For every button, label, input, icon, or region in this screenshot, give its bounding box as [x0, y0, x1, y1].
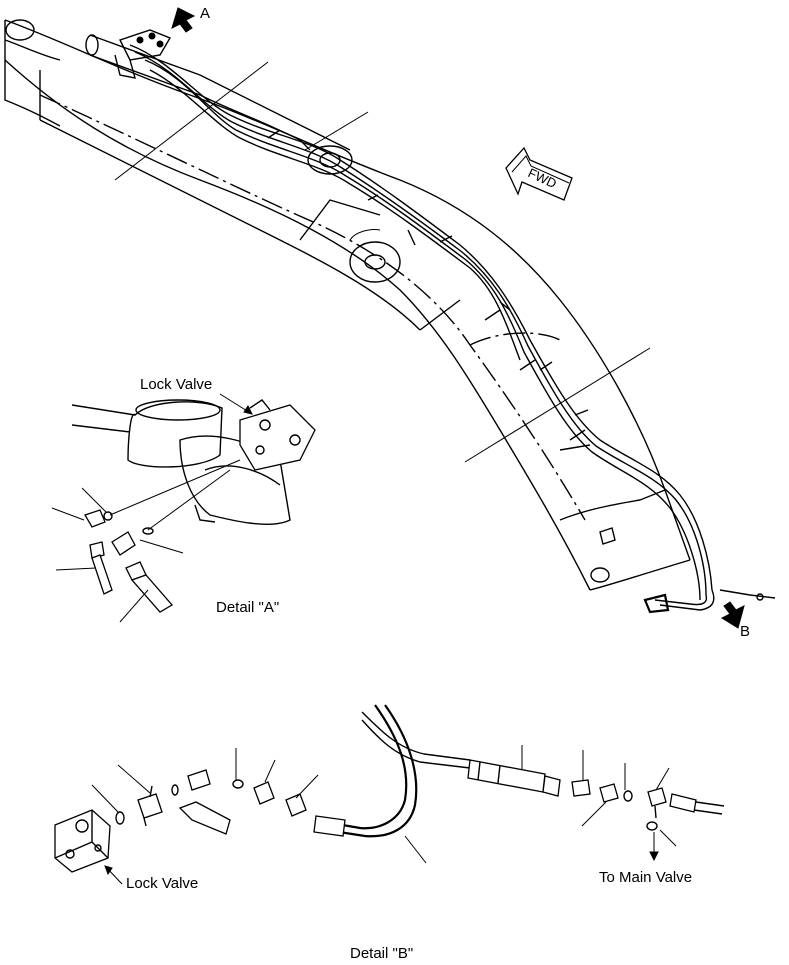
- fwd-arrow: FWD: [505, 146, 573, 201]
- to-main-valve-label: To Main Valve: [599, 869, 692, 886]
- detail-b-title: Detail "B": [350, 945, 413, 960]
- detail-a-lock-valve-label: Lock Valve: [140, 376, 212, 393]
- detail-a: Lock Valve Detail "A": [51, 376, 316, 623]
- arrow-b: B: [720, 601, 750, 640]
- arrow-a: A: [171, 5, 210, 33]
- arrow-a-label: A: [200, 5, 210, 22]
- boom-assembly: [4, 19, 691, 591]
- detail-a-caption: Detail "A": [216, 599, 279, 616]
- detail-b: Lock Valve To Main Valve: [54, 704, 725, 892]
- arrow-b-label: B: [740, 623, 750, 640]
- leader-lines-boom: [114, 61, 651, 463]
- detail-b-lock-valve-label: Lock Valve: [126, 875, 198, 892]
- hydraulic-lines: [114, 29, 776, 614]
